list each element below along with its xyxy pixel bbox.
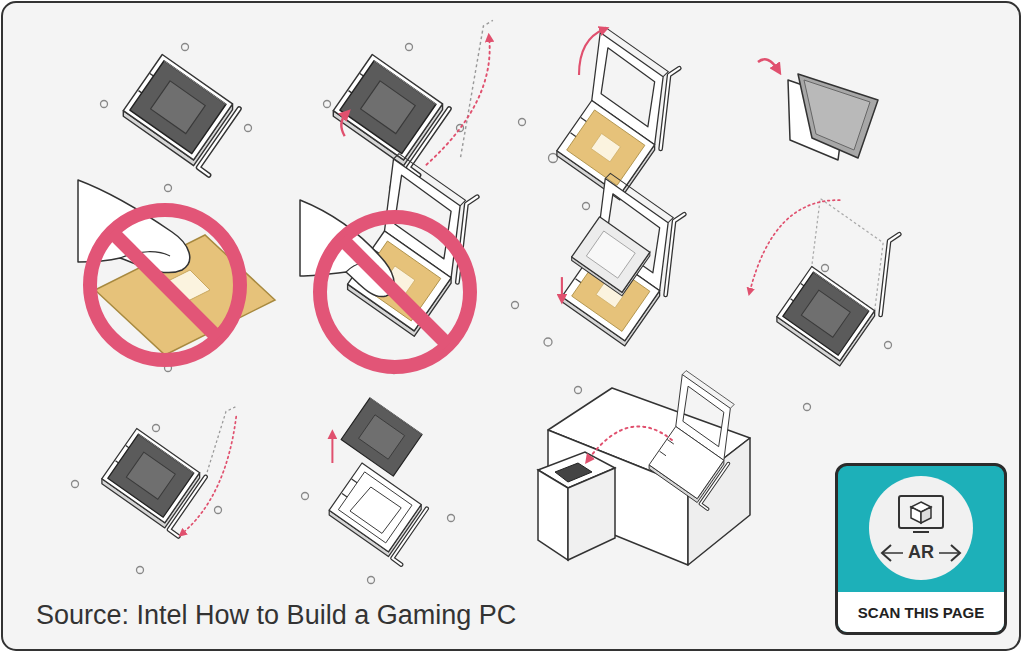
badge-label: SCAN THIS PAGE — [838, 592, 1004, 632]
socket-plate-close — [750, 199, 900, 366]
cpu-cover — [758, 59, 878, 160]
do-not-touch-socket — [300, 154, 477, 367]
ar-icon — [869, 476, 973, 580]
screw-dots — [72, 44, 892, 584]
ar-circle: AR — [869, 476, 973, 580]
socket-cap-remove — [329, 398, 427, 565]
socket-lever-lock — [102, 406, 236, 536]
socket-lever-release — [333, 20, 493, 175]
cpu-insert — [562, 173, 684, 346]
cap-storage-box — [538, 371, 750, 565]
socket-closed — [123, 55, 239, 176]
socket-open — [557, 27, 679, 200]
caption: Source: Intel How to Build a Gaming PC — [36, 598, 516, 632]
ar-badge: SCAN THIS PAGE AR — [835, 463, 1007, 635]
do-not-touch-cpu — [78, 180, 275, 360]
ar-label: AR — [869, 542, 973, 562]
